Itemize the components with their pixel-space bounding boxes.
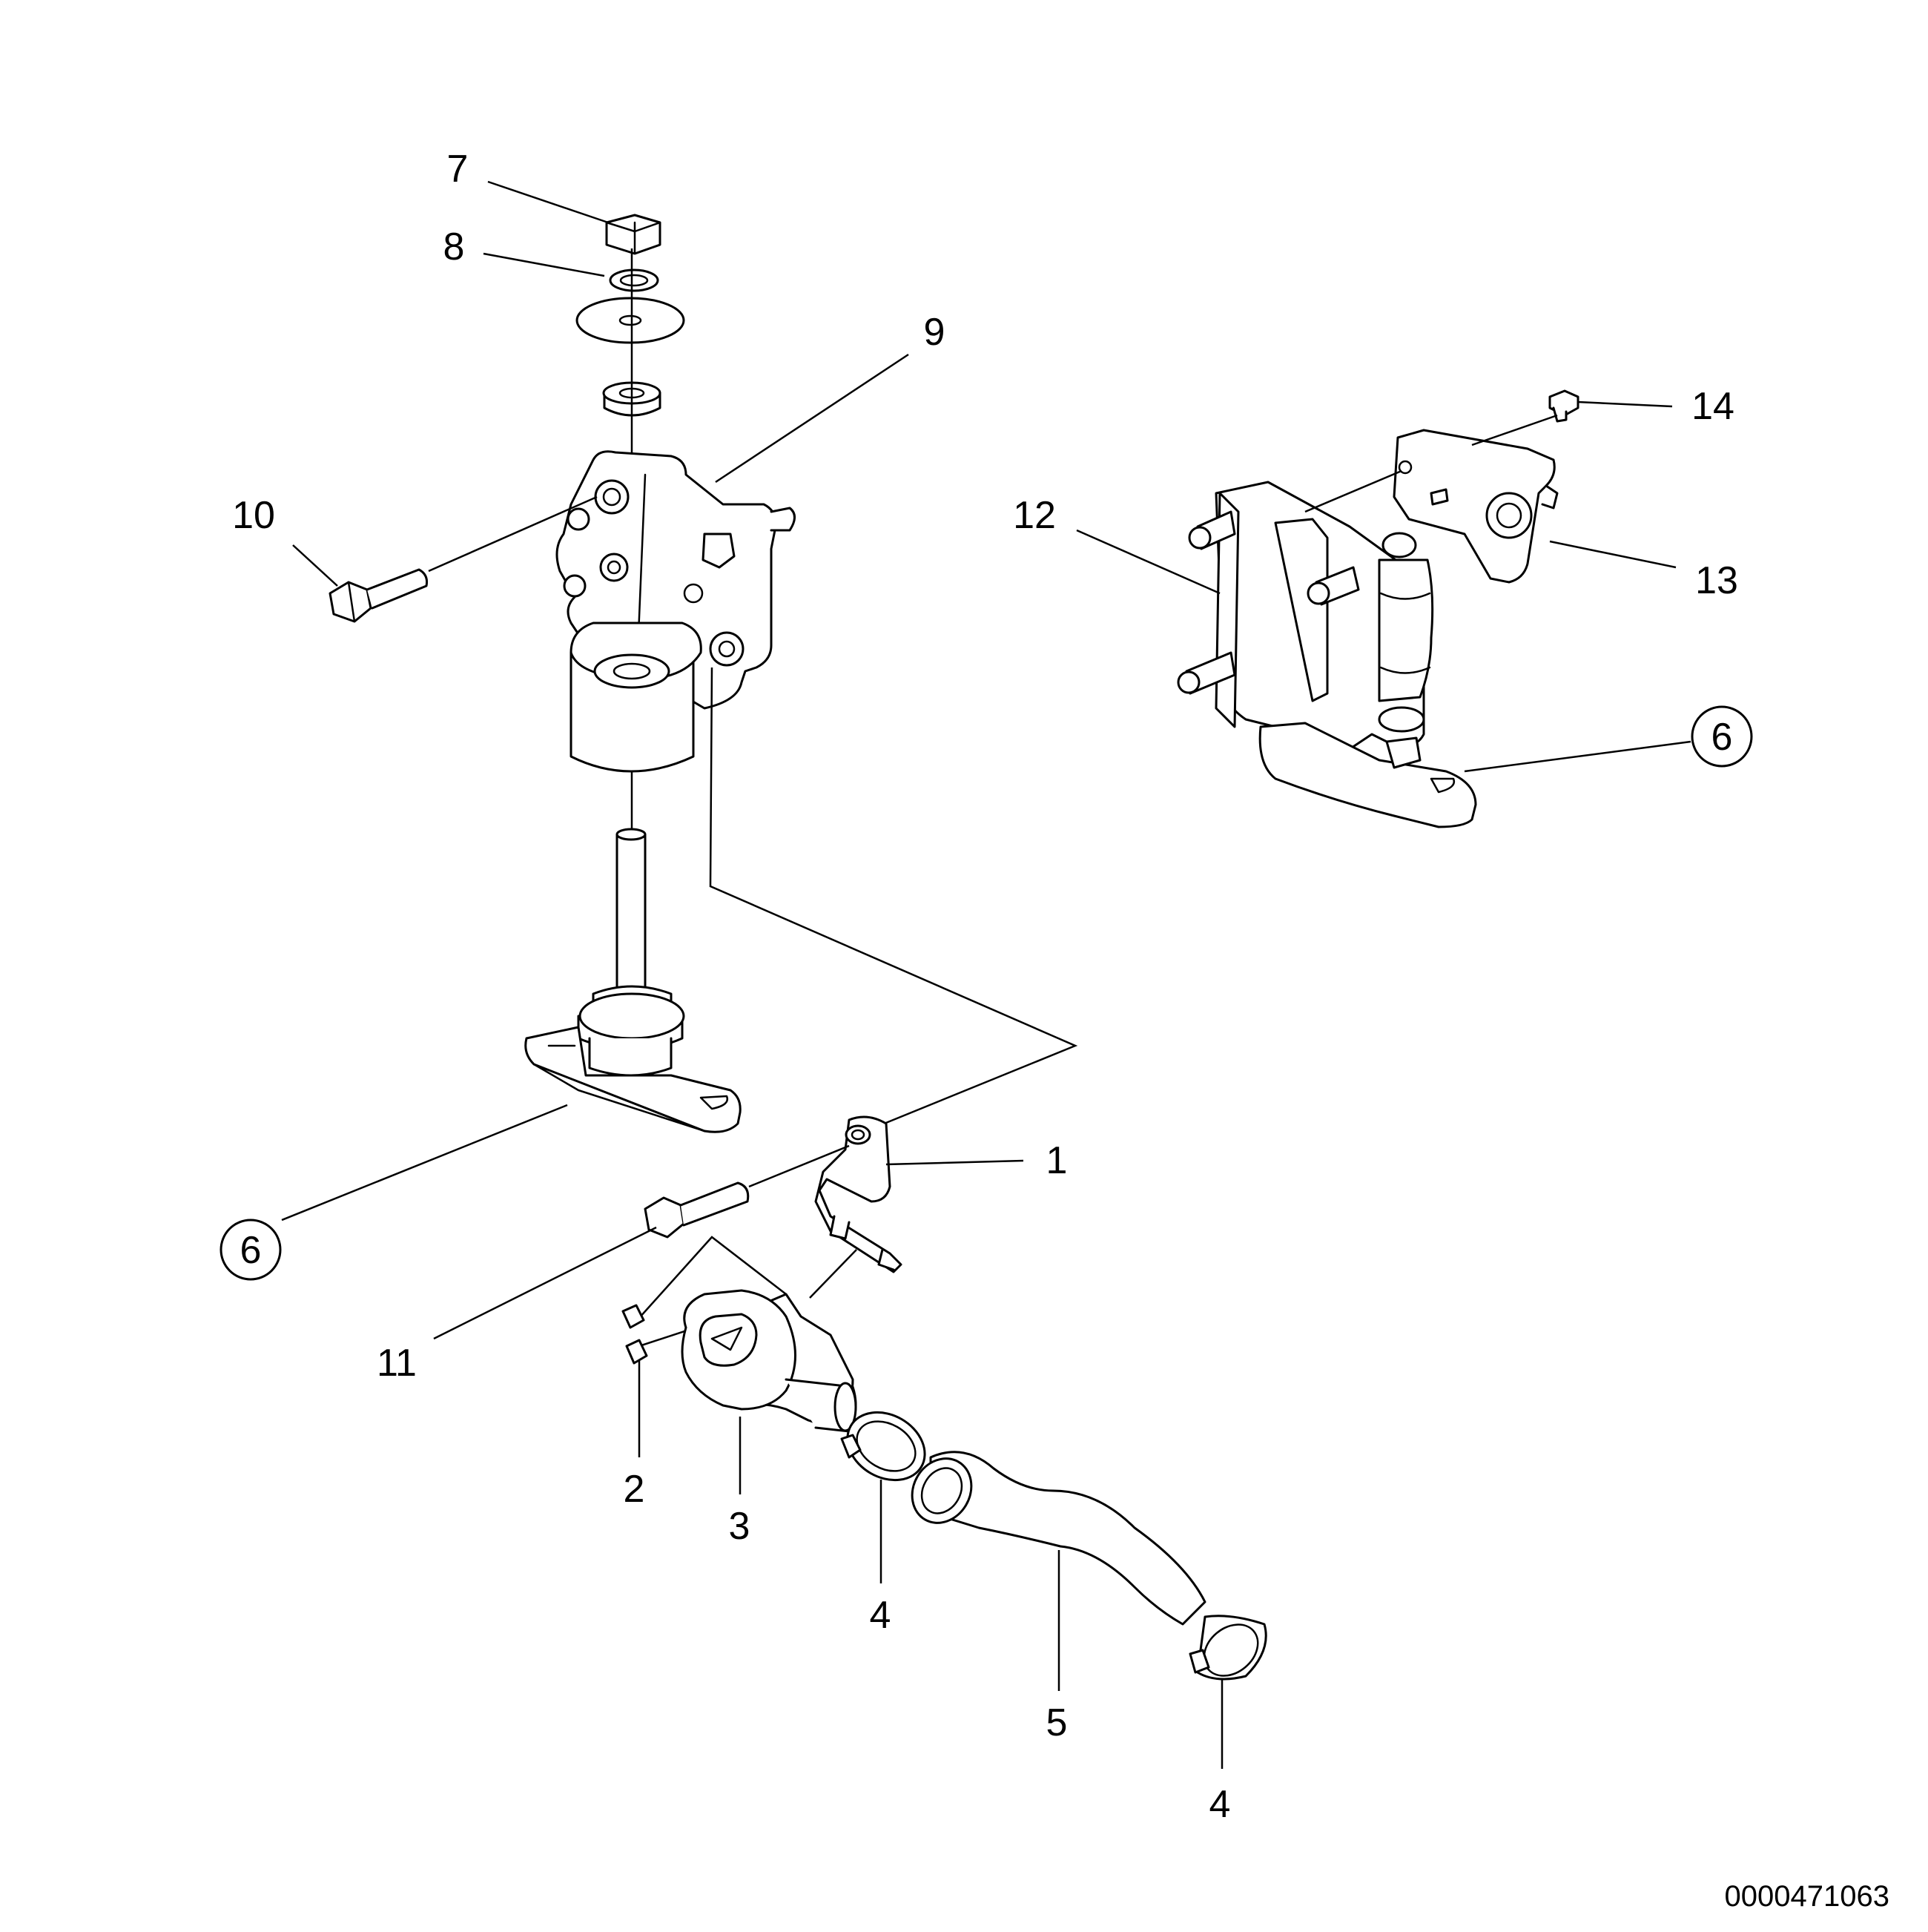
hex-nut-part xyxy=(605,214,661,255)
callout-11: 11 xyxy=(377,1342,417,1385)
svg-text:3: 3 xyxy=(729,1505,750,1548)
svg-text:6: 6 xyxy=(240,1229,262,1272)
callout-5: 5 xyxy=(1046,1701,1068,1744)
svg-text:14: 14 xyxy=(1691,385,1734,428)
svg-text:13: 13 xyxy=(1695,559,1738,602)
bolt-10-part xyxy=(329,568,428,623)
callout-6-left: 6 xyxy=(219,1219,282,1281)
callout-12: 12 xyxy=(1013,494,1056,537)
mount-housing-part xyxy=(555,450,796,773)
filler-cap-part xyxy=(681,1289,857,1433)
svg-text:8: 8 xyxy=(443,225,465,268)
flat-washer-part xyxy=(575,297,685,344)
mounting-plate-part xyxy=(1393,429,1559,584)
svg-text:1: 1 xyxy=(1046,1139,1068,1182)
hose-clamp-lower-part xyxy=(1189,1615,1267,1681)
callout-6-right: 6 xyxy=(1691,705,1753,768)
callout-2: 2 xyxy=(624,1468,645,1511)
svg-text:2: 2 xyxy=(624,1468,645,1511)
mounting-foot-part xyxy=(524,1026,742,1133)
mount-assembly-right-part xyxy=(1177,481,1477,828)
svg-text:4: 4 xyxy=(870,1594,891,1637)
callout-14: 14 xyxy=(1691,385,1734,428)
svg-text:6: 6 xyxy=(1711,716,1733,759)
assembly-leader-zigzag xyxy=(709,667,1078,1129)
bolt-11-part xyxy=(644,1181,750,1239)
svg-text:11: 11 xyxy=(377,1342,417,1385)
callout-4-upper: 4 xyxy=(870,1594,891,1637)
hose-clamp-upper-part xyxy=(840,1411,926,1482)
callout-1: 1 xyxy=(1046,1139,1068,1182)
callout-9: 9 xyxy=(924,311,945,354)
callout-leaders xyxy=(281,180,1691,1769)
callout-10: 10 xyxy=(232,494,275,537)
svg-text:4: 4 xyxy=(1209,1783,1231,1826)
dipstick-tube-part xyxy=(577,828,685,1077)
bracket-part xyxy=(814,1115,902,1273)
svg-text:5: 5 xyxy=(1046,1701,1068,1744)
screw-part xyxy=(1548,389,1579,423)
hose-part xyxy=(911,1451,1206,1626)
svg-text:9: 9 xyxy=(924,311,945,354)
callout-3: 3 xyxy=(729,1505,750,1548)
svg-text:7: 7 xyxy=(447,148,469,191)
callout-13: 13 xyxy=(1695,559,1738,602)
clip-part xyxy=(621,1304,648,1365)
callout-8: 8 xyxy=(443,225,465,268)
svg-text:10: 10 xyxy=(232,494,275,537)
svg-text:12: 12 xyxy=(1013,494,1056,537)
document-id: 0000471063 xyxy=(1725,1880,1889,1913)
lock-washer-part xyxy=(609,268,659,292)
callout-4-lower: 4 xyxy=(1209,1783,1231,1826)
callout-7: 7 xyxy=(447,148,469,191)
